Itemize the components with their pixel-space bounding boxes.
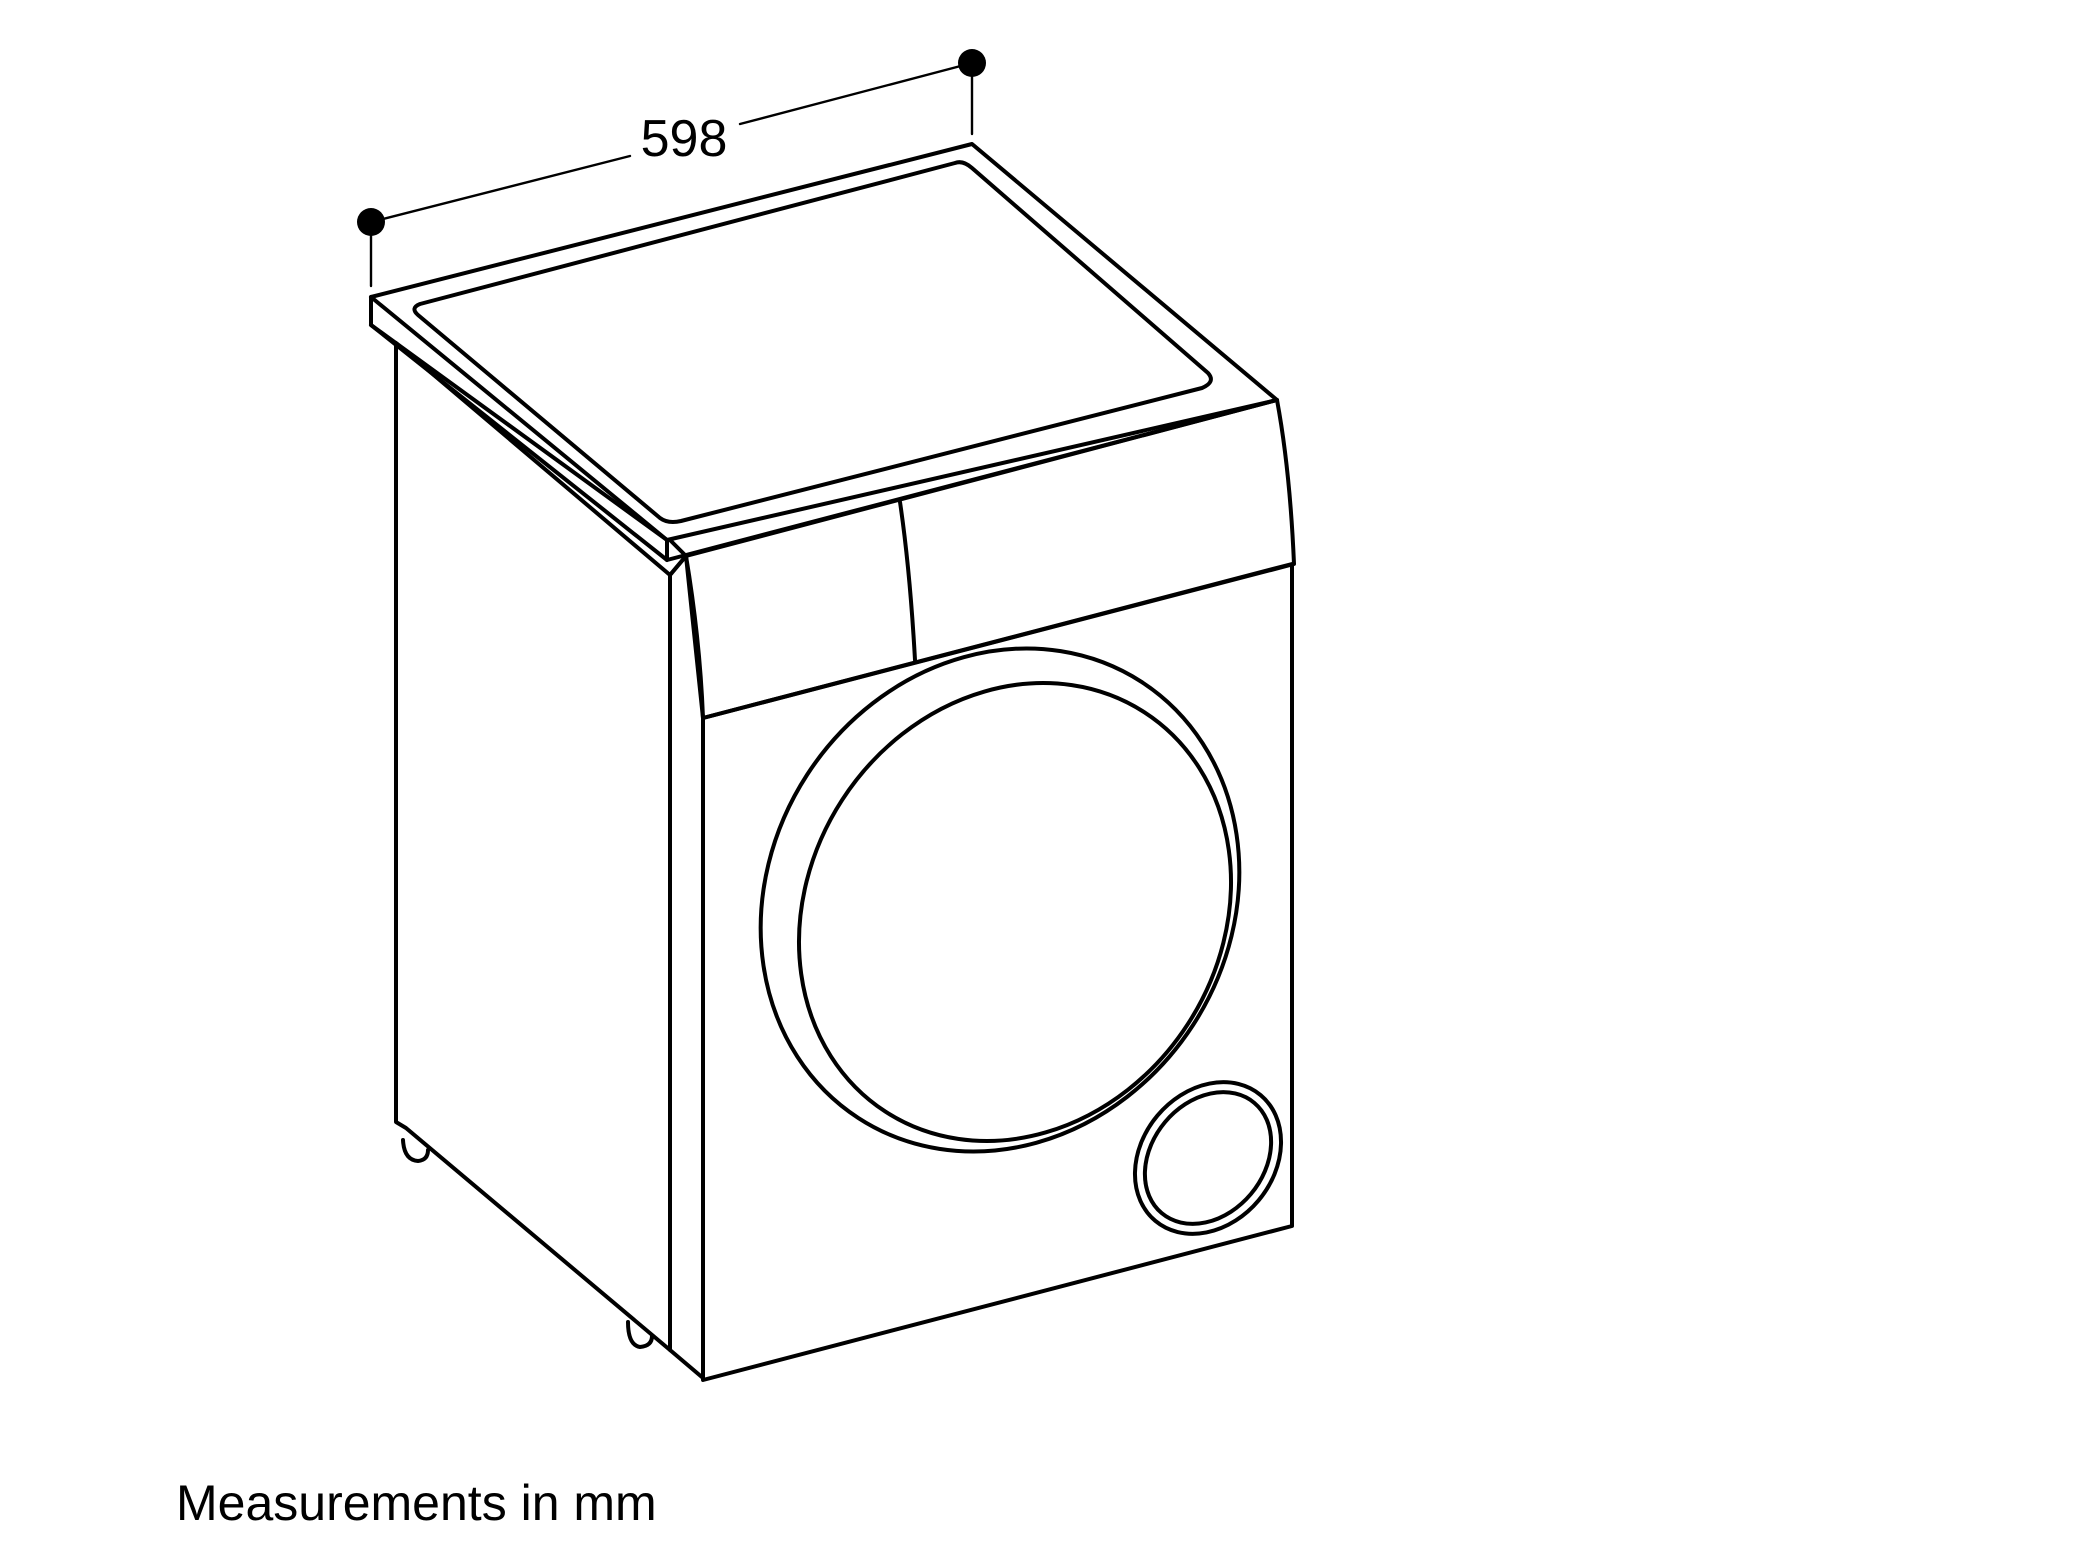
side-panel <box>394 341 672 1352</box>
width-dimension: 598 <box>357 49 986 288</box>
side-panel-edge <box>668 554 705 1380</box>
dimension-endpoint-right <box>958 49 986 77</box>
dimension-endpoint-left <box>357 208 385 236</box>
door-window <box>797 681 1233 1143</box>
foot-left <box>401 1138 430 1163</box>
dimension-line-left <box>369 154 632 224</box>
drain-cover-outer <box>1132 1080 1284 1236</box>
worktop-front-edge-lower <box>369 323 669 562</box>
foot-right <box>626 1320 654 1349</box>
door-outer-ring <box>758 646 1242 1154</box>
dryer-appliance <box>369 142 1296 1382</box>
worktop-front-edge <box>369 295 1279 542</box>
worktop-recess <box>412 160 1213 524</box>
dimension-line-right <box>738 61 974 126</box>
drain-cover-inner <box>1142 1090 1274 1226</box>
measurement-unit-caption: Measurements in mm <box>176 1475 657 1531</box>
worktop <box>369 142 1279 562</box>
width-dimension-label: 598 <box>641 110 728 168</box>
control-panel-divider <box>898 500 917 662</box>
control-panel <box>684 398 1296 720</box>
